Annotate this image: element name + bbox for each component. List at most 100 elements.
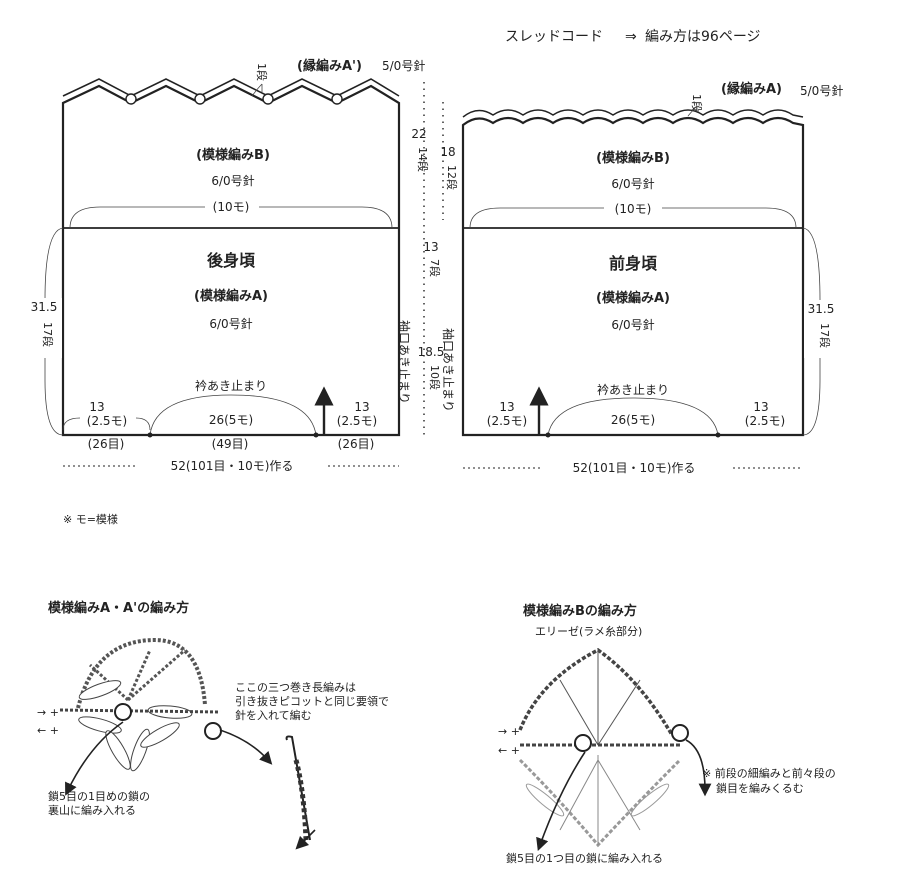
front-neck-width: 26(5モ): [611, 413, 655, 427]
back-edging-needle: 5/0号針: [382, 58, 425, 73]
front-patternA-needle: 6/0号針: [611, 317, 654, 332]
back-shoulderR-mo: (2.5モ): [337, 414, 377, 428]
diagram-a-note-top-1: ここの三つ巻き長編みは: [235, 680, 356, 694]
diagram-b-note-right-2: 鎖目を編みくるむ: [716, 781, 804, 795]
diagram-a-title: 模様編みA・A'の編み方: [48, 600, 189, 616]
diagram-b-subtitle: エリーゼ(ラメ糸部分): [535, 624, 642, 638]
back-piece: (10モ) (縁編みA') 5/0号針 1段 (模様編みB) 6/0号針 後身頃…: [26, 58, 444, 473]
front-patternB-needle: 6/0号針: [611, 176, 654, 191]
diagram-a-petals: [78, 680, 193, 772]
back-shoulderL-mo: (2.5モ): [87, 414, 127, 428]
front-upper-cm: 18: [440, 145, 455, 159]
diagram-b-spokes: [559, 650, 641, 746]
diagram-a-ring: [204, 722, 222, 740]
back-upper-rows: 14段: [416, 147, 430, 172]
diagram-a-chain-arch: [76, 637, 207, 709]
diagram-a-arrow-right-icon: → +: [37, 706, 59, 719]
front-edging-name: (縁編みA): [721, 81, 782, 97]
front-sleeve-label: 袖口あき止まり: [441, 328, 456, 412]
back-mark: [147, 432, 153, 438]
back-shoulderR-cm: 13: [354, 400, 369, 414]
back-patternA-needle: 6/0号針: [209, 316, 252, 331]
front-mo-label: (10モ): [615, 202, 652, 216]
back-cast: 52(101目・10モ)作る: [171, 459, 294, 473]
header-ref: 編み方は96ページ: [645, 29, 761, 45]
front-mark: [715, 432, 721, 438]
front-shoulderR-mo: (2.5モ): [745, 414, 785, 428]
diagram-a: 模様編みA・A'の編み方 → + ← + ここの三つ巻き長編みは 引き抜きピコッ…: [37, 600, 389, 850]
back-shoulderL-arc: [62, 417, 151, 431]
back-side-cm: 31.5: [31, 300, 58, 314]
front-edging-rows: 1段: [690, 94, 704, 112]
front-cast: 52(101目・10モ)作る: [573, 461, 696, 475]
back-edging-name: (縁編みA'): [297, 58, 362, 74]
diagram-a-leader-right: [219, 729, 273, 765]
back-neck-st: (49目): [212, 437, 249, 451]
back-picot: [194, 93, 206, 105]
diagram-a-base: [59, 708, 221, 714]
diagram-b-leader-right: [685, 739, 712, 797]
diagram-a-ring: [114, 703, 132, 721]
front-edging-line: [462, 109, 804, 118]
back-neck-width: 26(5モ): [209, 413, 253, 427]
back-mid-rows: 7段: [428, 259, 442, 277]
back-sleeve-label: 袖口あき止まり: [397, 320, 412, 404]
back-shoulderL-st: (26目): [88, 437, 125, 451]
front-edging-needle: 5/0号針: [800, 83, 843, 98]
back-mid-cm: 13: [423, 240, 438, 254]
back-patternB-name: (模様編みB): [196, 147, 270, 163]
front-patternB-name: (模様編みB): [596, 150, 670, 166]
diagram-b-ring: [671, 724, 689, 742]
front-shoulderL-mo: (2.5モ): [487, 414, 527, 428]
diagram-b-ring: [574, 734, 592, 752]
back-edging-leader: [251, 83, 263, 97]
diagram-b-spokes-bottom: [559, 755, 641, 845]
front-patternA-name: (模様編みA): [596, 290, 670, 306]
front-side-cm: 31.5: [808, 302, 835, 316]
back-edging-line: [62, 78, 400, 97]
back-picot: [125, 93, 137, 105]
back-picot: [262, 93, 274, 105]
back-neck-label: 衿あき止まり: [195, 378, 267, 393]
back-shoulderL-cm: 13: [89, 400, 104, 414]
back-picot: [331, 93, 343, 105]
front-title: 前身頃: [609, 254, 658, 273]
back-shoulderR-st: (26目): [338, 437, 375, 451]
front-side-rows: 17段: [818, 323, 832, 348]
front-outline: [461, 116, 805, 437]
diagram-b-note-right-1: ※ 前段の細編みと前々段の: [702, 766, 836, 780]
diagram-a-note-bottom-1: 鎖5目の1目めの鎖の: [48, 789, 150, 803]
diagram-a-leader: [65, 721, 124, 796]
front-shoulderL-cm: 13: [499, 400, 514, 414]
front-upper-rows: 12段: [445, 165, 459, 190]
back-edging-rows: 1段: [255, 63, 269, 81]
diagram-b-chains-top: [518, 647, 674, 736]
back-outline: [61, 84, 401, 437]
diagram-b-note-bottom: 鎖5目の1つ目の鎖に編み入れる: [506, 851, 663, 865]
header-arrow: ⇒: [625, 29, 637, 45]
back-mo-label: (10モ): [213, 200, 250, 214]
back-neck-arc: [149, 394, 317, 436]
front-edging-leader: [687, 105, 698, 117]
diagram-b-leader: [536, 751, 586, 852]
front-shoulderR-cm: 13: [753, 400, 768, 414]
back-mark: [313, 432, 319, 438]
back-title: 後身頃: [207, 251, 256, 270]
header-thread: スレッドコード: [505, 29, 603, 45]
front-mark: [545, 432, 551, 438]
crochet-hook-icon: [285, 735, 316, 850]
front-neck-label: 衿あき止まり: [597, 382, 669, 397]
diagram-b: 模様編みBの編み方 エリーゼ(ラメ糸部分) → + ← + ※ 前段の細編みと前…: [498, 603, 836, 865]
front-piece: (10モ) (縁編みA) 5/0号針 1段 (模様編みB) 6/0号針 前身頃 …: [440, 81, 843, 475]
diagram-b-title: 模様編みBの編み方: [523, 603, 637, 619]
back-upper-cm: 22: [411, 127, 426, 141]
back-low-cm: 18.5: [418, 345, 445, 359]
back-low-rows: 10段: [428, 365, 442, 390]
diagram-b-arrow-right-icon: → +: [498, 725, 520, 738]
back-patternA-name: (模様編みA): [194, 288, 268, 304]
diagram-a-arrow-left-icon: ← +: [37, 724, 59, 737]
diagram-a-note-bottom-2: 裏山に編み入れる: [48, 803, 136, 817]
diagram-a-note-top-3: 針を入れて編む: [235, 708, 312, 722]
diagram-b-arrow-left-icon: ← +: [498, 744, 520, 757]
